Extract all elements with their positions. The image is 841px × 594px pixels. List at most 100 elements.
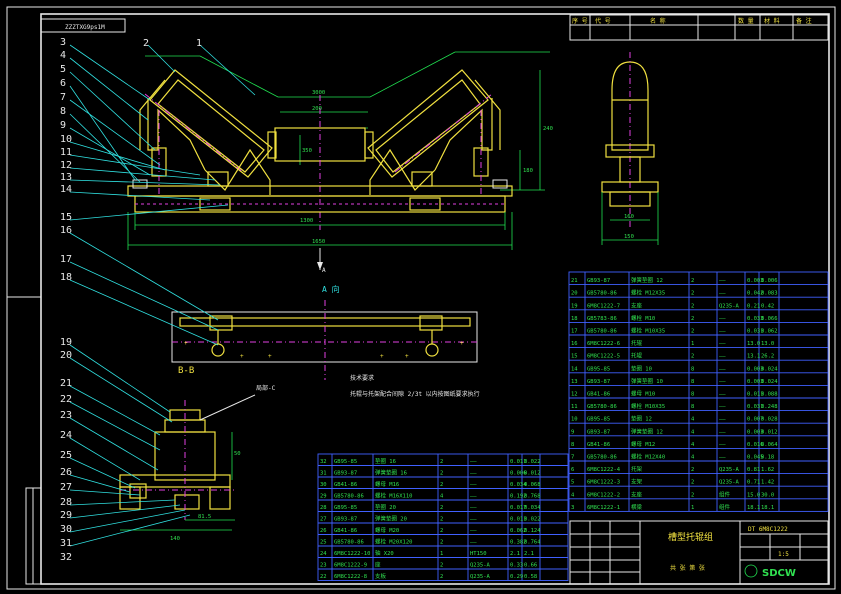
parts-right-cell-mat: —— (719, 404, 726, 410)
parts-bottom-cell-w1: 0.011 (510, 517, 527, 523)
parts-bottom-cell-mat: —— (470, 517, 477, 523)
parts-right-cell-mat: —— (719, 379, 726, 385)
callout-5: 5 (60, 64, 66, 75)
section-bb: B-B 50 81.5 140 局部-C (119, 366, 276, 542)
parts-right-cell-qty: 2 (691, 354, 694, 360)
dim-total: 1650 (312, 239, 325, 245)
section-dim-h: 50 (234, 451, 241, 457)
parts-bottom-cell-mat: —— (470, 528, 477, 534)
parts-right-cell-w2: 0.012 (761, 429, 778, 435)
callout-7: 7 (60, 92, 66, 103)
section-dim-note: 局部-C (256, 384, 276, 392)
parts-right-cell-w2: 26.2 (761, 354, 774, 360)
tech-note-title: 技术要求 (350, 374, 374, 382)
callout-top-1: 1 (196, 38, 202, 49)
parts-right-cell-no: 10 (571, 417, 578, 423)
parts-bottom-cell-mat: —— (470, 540, 477, 546)
parts-right-cell-code: 6M8C1222-4 (587, 467, 621, 473)
parts-bottom-cell-w1: 2.1 (510, 551, 520, 557)
parts-right-cell-qty: 2 (691, 303, 694, 309)
parts-right-cell-mat: —— (719, 417, 726, 423)
parts-right-cell-no: 14 (571, 366, 578, 372)
parts-right-cell-name: 托辊 (631, 339, 643, 347)
parts-right-cell-name: 螺母 M12 (631, 440, 655, 448)
parts-right-cell-qty: 2 (691, 492, 694, 498)
parts-right-cell-no: 7 (571, 455, 574, 461)
parts-right-cell-no: 19 (571, 303, 578, 309)
parts-bottom-cell-qty: 2 (440, 528, 443, 534)
parts-bottom-cell-qty: 2 (440, 517, 443, 523)
parts-right-cell-no: 3 (571, 505, 574, 511)
callout-30: 30 (60, 524, 72, 535)
parts-bottom-cell-code: GB93-87 (334, 517, 357, 523)
parts-bottom-cell-w2: 0.022 (524, 459, 541, 465)
parts-right-cell-code: 6M8C1222-5 (587, 354, 620, 360)
parts-right-cell-mat: 组件 (719, 503, 731, 511)
side-view: 160 150 (601, 52, 659, 245)
parts-right-cell-mat: 组件 (719, 490, 731, 498)
parts-bottom-cell-no: 24 (320, 551, 327, 557)
parts-bottom-cell-w2: 0.034 (524, 505, 541, 511)
front-view: 1300 1650 3000 200 240 180 350 A (127, 51, 553, 274)
parts-right-cell-no: 9 (571, 429, 574, 435)
dim-mount: 1300 (300, 218, 313, 224)
parts-right-cell-w2: 0.088 (761, 392, 778, 398)
svg-text:+: + (460, 340, 464, 347)
hdr-col-2: 名 称 (650, 17, 666, 25)
parts-right-cell-no: 17 (571, 329, 578, 335)
parts-right-cell-w2: 13.0 (761, 341, 774, 347)
parts-right-cell-code: GB5780-86 (587, 455, 617, 461)
parts-right-cell-name: 垫圈 10 (631, 364, 652, 372)
parts-right-cell-w2: 1.62 (761, 467, 774, 473)
parts-bottom-cell-name: 螺栓 M16X110 (375, 492, 413, 500)
callout-11: 11 (60, 147, 72, 158)
parts-right-cell-qty: 2 (691, 329, 694, 335)
parts-right-cell-qty: 8 (691, 379, 694, 385)
parts-bottom-cell-qty: 4 (440, 494, 444, 500)
hdr-col-4: 材 料 (764, 17, 780, 25)
parts-bottom-cell-qty: 2 (440, 482, 443, 488)
parts-bottom-cell-w1: 0.034 (510, 482, 527, 488)
parts-right-cell-qty: 8 (691, 392, 694, 398)
parts-bottom-cell-qty: 2 (440, 540, 443, 546)
right-roller (367, 69, 489, 178)
view-a: A 向 + + + + + + (171, 284, 478, 380)
parts-right-cell-no: 8 (571, 442, 574, 448)
parts-right-cell-w1: 0.71 (747, 480, 760, 486)
parts-right-cell-code: GB41-86 (587, 392, 610, 398)
parts-right-cell-code: GB95-85 (587, 417, 610, 423)
svg-text:A: A (322, 267, 326, 274)
parts-right-cell-mat: —— (719, 442, 726, 448)
callout-29: 29 (60, 510, 72, 521)
parts-bottom-cell-w1: 0.017 (510, 505, 527, 511)
parts-bottom-cell-mat: —— (470, 459, 477, 465)
parts-bottom-cell-w2: 0.66 (524, 563, 537, 569)
parts-right-cell-w1: 0.042 (747, 291, 764, 297)
title-block: 槽型托辊组 DT 6M8C1222 1:5 共 张 第 张 SDCW (569, 520, 829, 585)
callout-28: 28 (60, 497, 72, 508)
parts-right-cell-qty: 2 (691, 316, 694, 322)
parts-right-cell-w2: 0.024 (761, 366, 778, 372)
parts-right-cell-mat: Q235-A (719, 467, 740, 473)
top-header-table: 序 号 代 号 名 称 数 量 材 料 备 注 (569, 14, 829, 41)
callouts-left: 3456789101112131415161718192021222324252… (60, 37, 72, 563)
parts-right-cell-qty: 1 (691, 505, 694, 511)
parts-right-cell-w1: 0.011 (747, 392, 764, 398)
title-sheet: 共 张 第 张 (670, 564, 705, 572)
view-a-label: A 向 (322, 284, 340, 294)
parts-bottom-cell-name: 轴 X20 (375, 549, 394, 557)
